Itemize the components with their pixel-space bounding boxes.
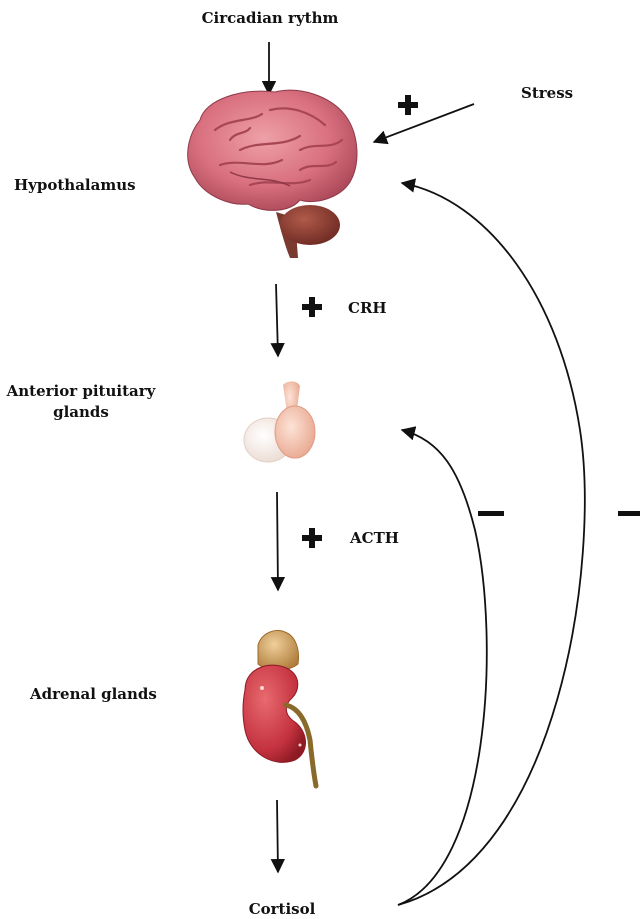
plus-sign-stress	[398, 95, 418, 115]
adrenal-kidney-image	[243, 631, 316, 786]
arrow-hypothalamus-to-pituitary	[276, 284, 278, 356]
pituitary-image	[244, 381, 315, 462]
label-crh: CRH	[348, 298, 387, 318]
feedback-arrow-cortisol-to-hypothalamus	[398, 183, 585, 905]
brain-image	[188, 90, 357, 258]
label-glands: glands	[6, 402, 156, 422]
arrow-pituitary-to-adrenal	[277, 492, 278, 590]
label-cortisol: Cortisol	[232, 899, 332, 919]
plus-sign-acth	[302, 528, 322, 548]
label-anterior-pituitary: Anterior pituitary	[6, 381, 156, 401]
label-hypothalamus: Hypothalamus	[14, 175, 136, 195]
label-adrenal-glands: Adrenal glands	[30, 684, 157, 704]
label-acth: ACTH	[350, 528, 399, 548]
arrow-stress-to-hypothalamus	[374, 104, 474, 142]
label-stress: Stress	[521, 83, 573, 103]
minus-sign-pituitary-feedback	[478, 511, 504, 516]
plus-sign-crh	[302, 297, 322, 317]
feedback-arrow-cortisol-to-pituitary	[398, 430, 487, 905]
label-circadian-rythm: Circadian rythm	[200, 8, 340, 28]
minus-sign-hypothalamus-feedback	[618, 511, 640, 516]
arrow-adrenal-to-cortisol	[277, 800, 278, 872]
